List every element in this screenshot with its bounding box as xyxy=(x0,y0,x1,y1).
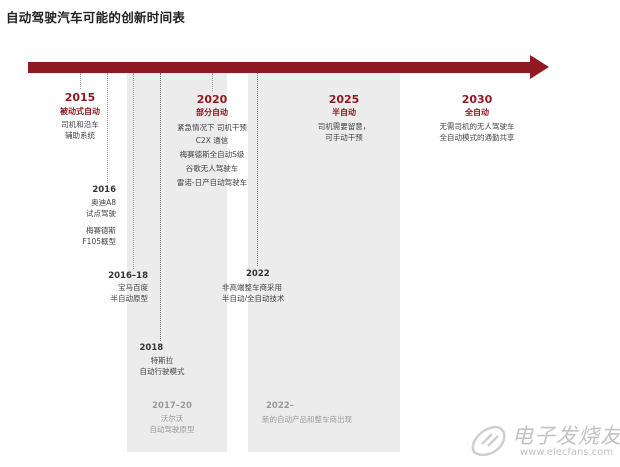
event-2018: 2018 特斯拉 自动行驶模式 xyxy=(140,343,185,377)
milestone-text: C2X 通信 xyxy=(195,136,229,145)
event-text: 非高端整车商采用 xyxy=(222,283,282,292)
event-year: 2016–18 xyxy=(108,271,148,281)
milestone-text: 辅助系统 xyxy=(65,131,95,140)
milestone-year: 2020 xyxy=(196,93,228,106)
timeline-arrow-shaft xyxy=(28,62,532,73)
event-text: 奥迪A8 xyxy=(91,198,116,207)
milestone-text: 司机需要留意， xyxy=(317,122,371,131)
event-text: 新的自动产品和整车商出现 xyxy=(262,415,352,424)
event-2016-18: 2016–18 宝马百度 半自动原型 xyxy=(90,271,148,304)
milestone-year: 2015 xyxy=(64,91,96,104)
event-year: 2022 xyxy=(246,269,270,279)
event-text: F105概型 xyxy=(82,237,116,246)
milestone-text: 司机和沿车 xyxy=(61,120,99,129)
connector-2018 xyxy=(160,73,161,341)
milestone-2030: 2030 全自动 无需司机的无人驾驶车 全自动模式的通勤共享 xyxy=(440,93,515,143)
milestone-text: 无需司机的无人驾驶车 xyxy=(439,122,515,131)
milestone-label: 被动式自动 xyxy=(60,107,100,116)
milestone-text: 梅赛德斯全自动S级 xyxy=(179,150,245,159)
watermark-logo-icon xyxy=(471,425,506,456)
watermark-url: www.elecfans.com xyxy=(520,447,614,458)
event-year: 2017–20 xyxy=(152,401,192,411)
event-text: 自动驾驶原型 xyxy=(149,425,195,434)
event-text: 特斯拉 xyxy=(150,356,174,365)
milestone-year: 2030 xyxy=(461,93,493,106)
event-year: 2018 xyxy=(139,343,164,353)
milestone-text: 全自动模式的通勤共享 xyxy=(439,133,515,142)
event-2022: 2022 非高端整车商采用 半自动/全自动技术 xyxy=(222,269,285,304)
event-year: 2016 xyxy=(92,185,116,195)
connector-2022 xyxy=(257,73,258,266)
event-text: 自动行驶模式 xyxy=(139,367,185,376)
milestone-2025: 2025 半自动 司机需要留意， 可手动干预 xyxy=(318,93,371,143)
event-text: 宝马百度 xyxy=(118,283,148,292)
event-year: 2022– xyxy=(266,401,294,411)
milestone-label: 全自动 xyxy=(465,108,489,117)
milestone-text: 雷诺-日产自动驾驶车 xyxy=(176,178,248,187)
event-2022-plus: 2022– 新的自动产品和整车商出现 xyxy=(262,401,352,425)
event-text: 半自动/全自动技术 xyxy=(222,294,285,303)
event-text: 半自动原型 xyxy=(110,294,149,303)
event-text: 沃尔沃 xyxy=(160,414,184,423)
milestone-text: 可手动干预 xyxy=(325,133,363,142)
band-2022 xyxy=(248,73,400,452)
event-2016: 2016 奥迪A8 试点驾驶 梅赛德斯 F105概型 xyxy=(60,185,116,247)
milestone-text: 谷歌无人驾驶车 xyxy=(185,164,239,173)
milestone-label: 半自动 xyxy=(332,108,356,117)
connector-2016 xyxy=(107,73,108,183)
milestone-2020: 2020 部分自动 紧急情况下 司机干预 C2X 通信 梅赛德斯全自动S级 谷歌… xyxy=(177,93,247,190)
page-title: 自动驾驶汽车可能的创新时间表 xyxy=(6,10,186,25)
watermark-text: 电子发烧友 xyxy=(512,424,620,448)
event-text: 试点驾驶 xyxy=(86,209,116,218)
event-text: 梅赛德斯 xyxy=(86,226,116,235)
connector-2016-18 xyxy=(133,73,134,269)
milestone-2015: 2015 被动式自动 司机和沿车 辅助系统 xyxy=(60,91,100,141)
event-2017-20: 2017–20 沃尔沃 自动驾驶原型 xyxy=(150,401,195,435)
band-2017-20 xyxy=(127,73,227,452)
milestone-year: 2025 xyxy=(328,93,360,106)
milestone-label: 部分自动 xyxy=(196,108,228,117)
timeline-arrow-head-icon xyxy=(530,55,549,79)
connector-2020 xyxy=(212,73,213,91)
connector-2015 xyxy=(80,73,81,89)
milestone-text: 紧急情况下 司机干预 xyxy=(177,123,247,132)
